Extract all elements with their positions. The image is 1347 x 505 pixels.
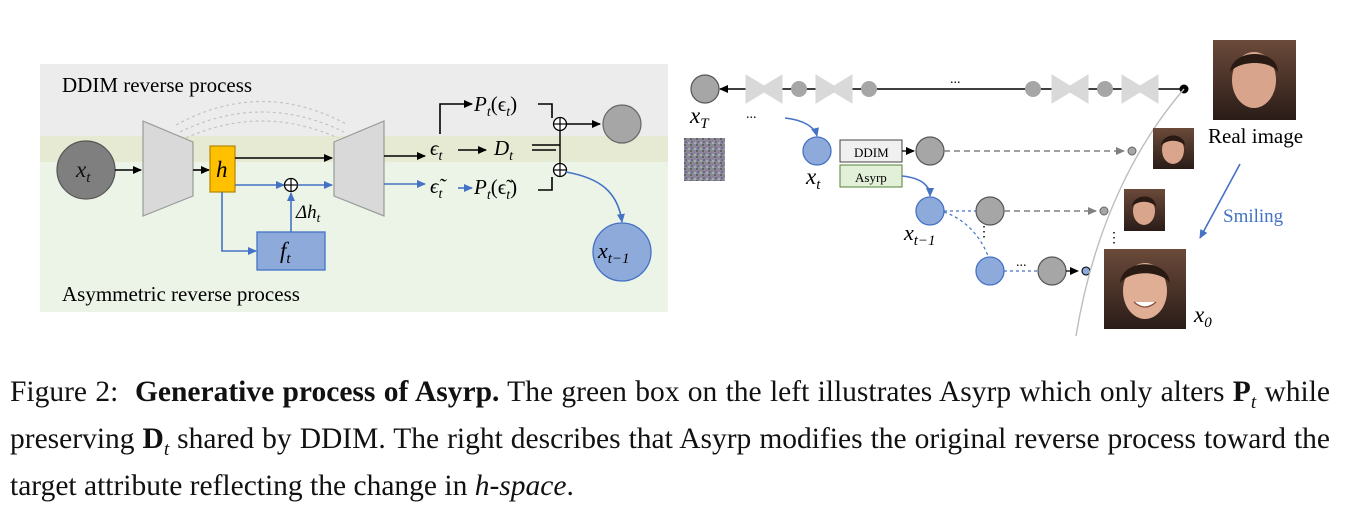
data-manifold-curve xyxy=(1075,88,1185,337)
noise-image xyxy=(684,138,725,181)
h-label: h xyxy=(216,157,228,182)
ellipsis-under-xT: ... xyxy=(746,107,757,122)
combine-node-bottom xyxy=(552,162,568,178)
figure-number: Figure 2: xyxy=(10,376,119,408)
real-image-face xyxy=(1213,40,1296,120)
dt-label: Dt xyxy=(493,136,514,164)
xt-blue-node xyxy=(802,136,832,166)
ft-label: ft xyxy=(280,238,291,267)
pt-epsilon-label: Pt(ϵt) xyxy=(473,92,517,120)
smiling-arrow xyxy=(1199,163,1241,239)
vertical-ellipsis-1: ⋮ xyxy=(977,225,991,240)
x0-label: x0 xyxy=(1193,302,1212,331)
delta-h-label: Δht xyxy=(295,202,321,225)
smiling-label: Smiling xyxy=(1223,206,1284,227)
xt-minus-1-blue-node xyxy=(915,196,945,226)
ft-box xyxy=(256,231,326,271)
ddim-output-node-3 xyxy=(1037,256,1067,286)
caption-title: Generative process of Asyrp. xyxy=(134,376,500,408)
ddim-process-label: DDIM reverse process xyxy=(62,73,252,97)
vertical-ellipsis-2: ⋮ xyxy=(1107,231,1121,246)
ddim-output-node-2 xyxy=(975,196,1005,226)
output-node-gray xyxy=(602,104,642,144)
math-P: Pt xyxy=(1232,376,1257,413)
chain-ellipsis: ... xyxy=(950,72,961,87)
figure-diagram: DDIM reverse process Asymmetric reverse … xyxy=(40,40,1303,337)
figure-caption: Figure 2: Generative process of Asyrp. T… xyxy=(10,376,1331,502)
bottom-row-ellipsis: ... xyxy=(1016,255,1027,270)
ddim-box-label: DDIM xyxy=(854,145,889,160)
small-face-1 xyxy=(1153,128,1194,169)
xt-minus-1-node xyxy=(592,222,652,282)
math-D: Dt xyxy=(142,422,170,460)
xt-minus-1-label: xt−1 xyxy=(597,238,630,267)
combine-node-top xyxy=(552,116,568,132)
x0-face xyxy=(1104,249,1186,329)
small-face-2 xyxy=(1124,189,1165,231)
epsilon-label: ϵt xyxy=(430,136,443,164)
x0-approach-blue-node xyxy=(975,256,1005,286)
ddim-output-node xyxy=(915,136,945,166)
asyrp-box-label: Asyrp xyxy=(855,170,887,185)
add-node xyxy=(283,177,299,193)
xt-label: xt xyxy=(75,157,91,186)
real-image-label: Real image xyxy=(1208,124,1303,148)
skip-connections xyxy=(175,100,349,139)
xT-node xyxy=(690,74,720,104)
left-panel: DDIM reverse process Asymmetric reverse … xyxy=(40,64,668,312)
unet-decoder xyxy=(333,120,385,217)
xt-minus-1-right-label: xt−1 xyxy=(903,220,936,249)
unet-encoder xyxy=(142,120,194,217)
chain-nodes xyxy=(791,81,1113,97)
pt-epsilon-tilde-label: Pt(ϵ̃t) xyxy=(473,175,517,203)
xT-label: xT xyxy=(689,103,710,132)
asymmetric-process-label: Asymmetric reverse process xyxy=(62,282,300,306)
chain-unets xyxy=(745,74,1159,104)
right-panel: xT ... ... xt DDIM Asyrp xt−1 xyxy=(684,40,1303,337)
h-space-term: h-space xyxy=(474,469,567,502)
xt-right-label: xt xyxy=(805,164,821,193)
